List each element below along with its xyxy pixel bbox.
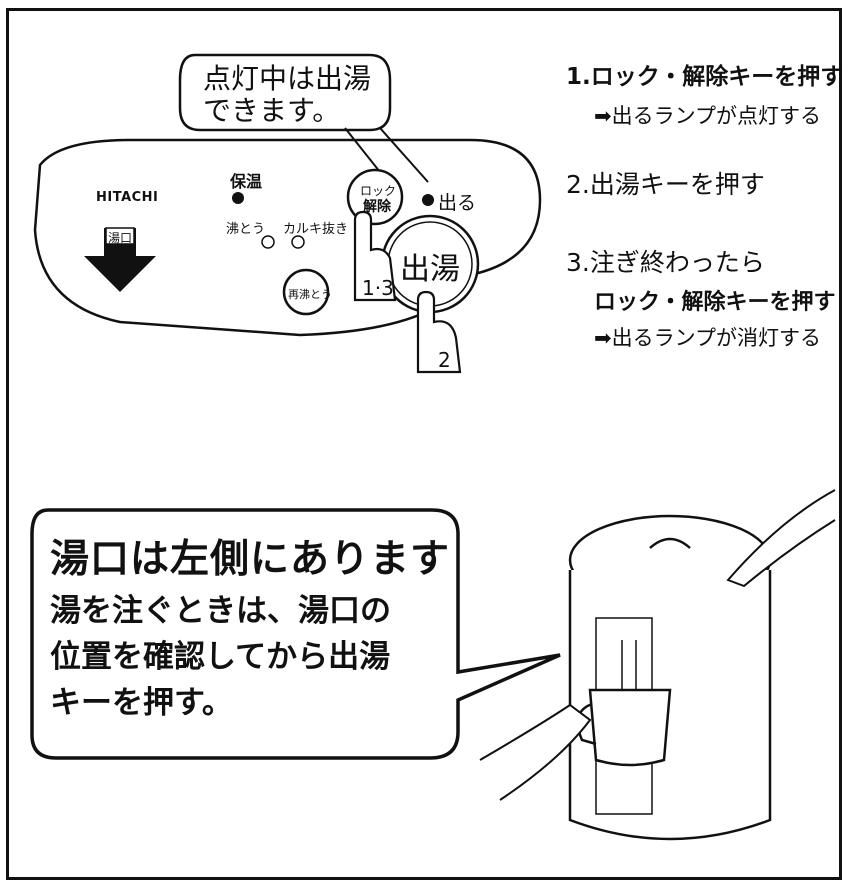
step2-title: 2.出湯キーを押す [566, 170, 765, 199]
chlorine-lamp [291, 235, 305, 249]
bottom-callout-line2: 位置を確認してから出湯 [50, 639, 391, 675]
finger-13-label: 1·3 [362, 276, 394, 300]
hand-right-arm [726, 489, 836, 588]
finger-13-outline [353, 210, 397, 302]
keep-warm-lamp [232, 192, 244, 204]
finger-2-outline [416, 290, 462, 374]
spout-label-box [105, 227, 135, 245]
step3-title: 3.注ぎ終わったら [566, 248, 765, 277]
top-callout-line2: できます。 [203, 94, 341, 127]
bottom-callout-line1: 湯を注ぐときは、湯口の [50, 593, 391, 629]
boil-label: 沸とう [226, 222, 266, 237]
out-lamp [422, 194, 434, 206]
finger-2-label: 2 [438, 348, 451, 372]
top-callout-pointer [344, 127, 381, 173]
reboil-button-label[interactable]: 再沸とう [288, 288, 332, 301]
top-callout-line1: 点灯中は出湯 [203, 62, 372, 95]
keep-warm-label: 保温 [230, 172, 263, 191]
chlorine-label: カルキ抜き [283, 222, 349, 237]
step3-sub: ➡出るランプが消灯する [594, 326, 821, 350]
page-frame [6, 8, 842, 880]
lock-button-label-1[interactable]: ロック [360, 184, 397, 198]
lock-button-label-2[interactable]: 解除 [363, 199, 391, 215]
dispense-button-label[interactable]: 出湯 [400, 252, 460, 287]
reboil-button-shape [282, 268, 330, 316]
spout-arrow-head [84, 256, 156, 292]
top-callout-pointer-2 [379, 127, 429, 183]
pot-handle-knob [649, 537, 691, 549]
lock-button-shape [346, 168, 404, 226]
out-lamp-label: 出る [438, 192, 477, 214]
bottom-callout-line3: キーを押す。 [50, 685, 233, 721]
spout-label: 湯口 [108, 231, 133, 245]
hand-left-arm [479, 703, 592, 801]
brand-logo: HITACHI [96, 190, 159, 205]
step3-line2: ロック・解除キーを押す [594, 290, 836, 315]
top-callout-bubble [178, 53, 392, 132]
bottom-callout-title: 湯口は左側にあります [50, 537, 451, 582]
step1-title: 1.ロック・解除キーを押す [566, 64, 844, 90]
cup [588, 688, 672, 767]
step1-sub: ➡出るランプが点灯する [594, 104, 821, 128]
boil-lamp [261, 235, 275, 249]
bottom-callout-bubble [30, 508, 561, 760]
